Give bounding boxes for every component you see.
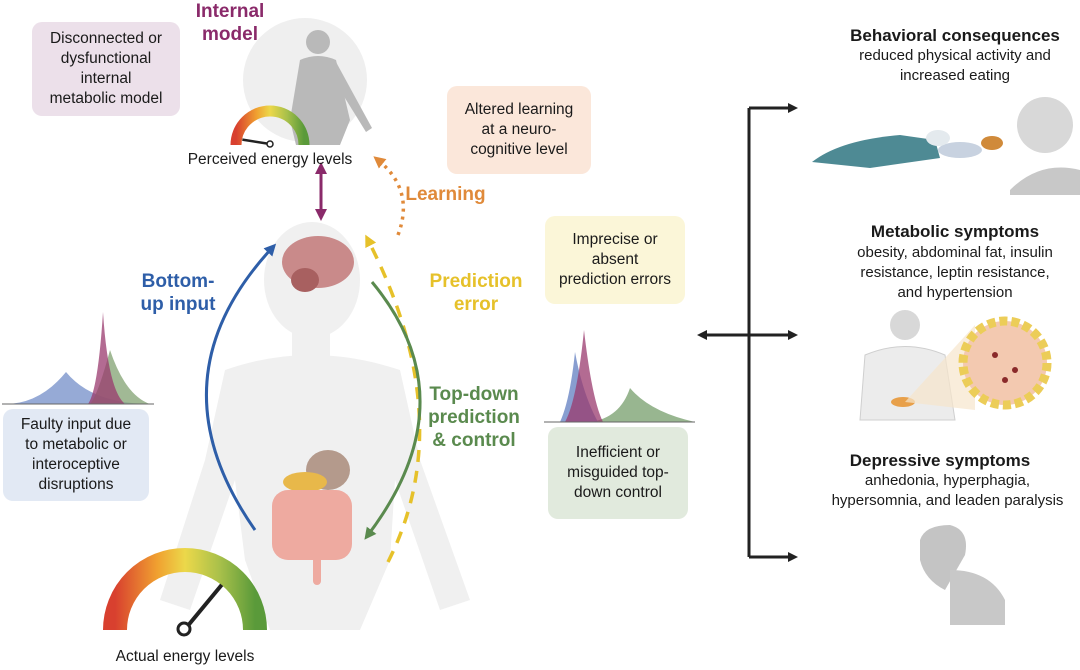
outcome-connector [697,103,798,562]
learning-box: Altered learning at a neuro- cognitive l… [447,86,591,174]
actual-gauge-needle [184,583,224,630]
metabolic-symptoms-title: Metabolic symptoms [870,222,1040,241]
perceived-gauge-needle [242,138,271,146]
adipose-tissue-icon [958,316,1052,410]
prediction-error-label: Prediction error [429,271,523,315]
burger-icon [981,136,1003,150]
behavioral-consequences-subtitle: reduced physical activity and increased … [859,47,1051,84]
eating-person-icon [981,97,1080,195]
bottom-up-label: Bottom- up input [140,271,216,315]
prediction-error-box: Imprecise or absent prediction errors [545,216,685,304]
top-down-label: Top-down prediction & control [428,384,520,451]
top-down-distribution [544,330,695,423]
behavioral-consequences-title: Behavioral consequences [850,26,1060,45]
perceived-energy-gauge [230,105,310,148]
depressive-symptoms-subtitle: anhedonia, hyperphagia, hypersomnia, and… [831,472,1064,509]
metabolic-symptoms-subtitle: obesity, abdominal fat, insulin resistan… [857,244,1053,301]
sleeping-person-icon [812,130,982,168]
top-down-control-box: Inefficient or misguided top- down contr… [548,427,688,519]
digestive-organs-icon [272,450,352,585]
learning-label: Learning [405,184,486,205]
internal-model-label: Internal model [195,1,265,45]
actual-energy-caption: Actual energy levels [115,648,255,665]
faulty-input-box: Faulty input due to metabolic or interoc… [3,409,149,501]
learning-arrow [373,156,406,236]
faulty-input-distribution [2,312,154,405]
small-person-icon [290,30,372,145]
zoom-cone [905,325,975,410]
depressive-symptoms-title: Depressive symptoms [849,451,1031,470]
top-down-arrow [364,281,422,540]
internal-model-box: Disconnected or dysfunctional internal m… [32,22,180,116]
brain-icon [282,236,354,292]
perceived-energy-caption: Perceived energy levels [187,151,353,168]
depressed-person-icon [920,525,1005,625]
bottom-up-arrow [204,243,277,531]
actual-energy-gauge [103,548,267,637]
